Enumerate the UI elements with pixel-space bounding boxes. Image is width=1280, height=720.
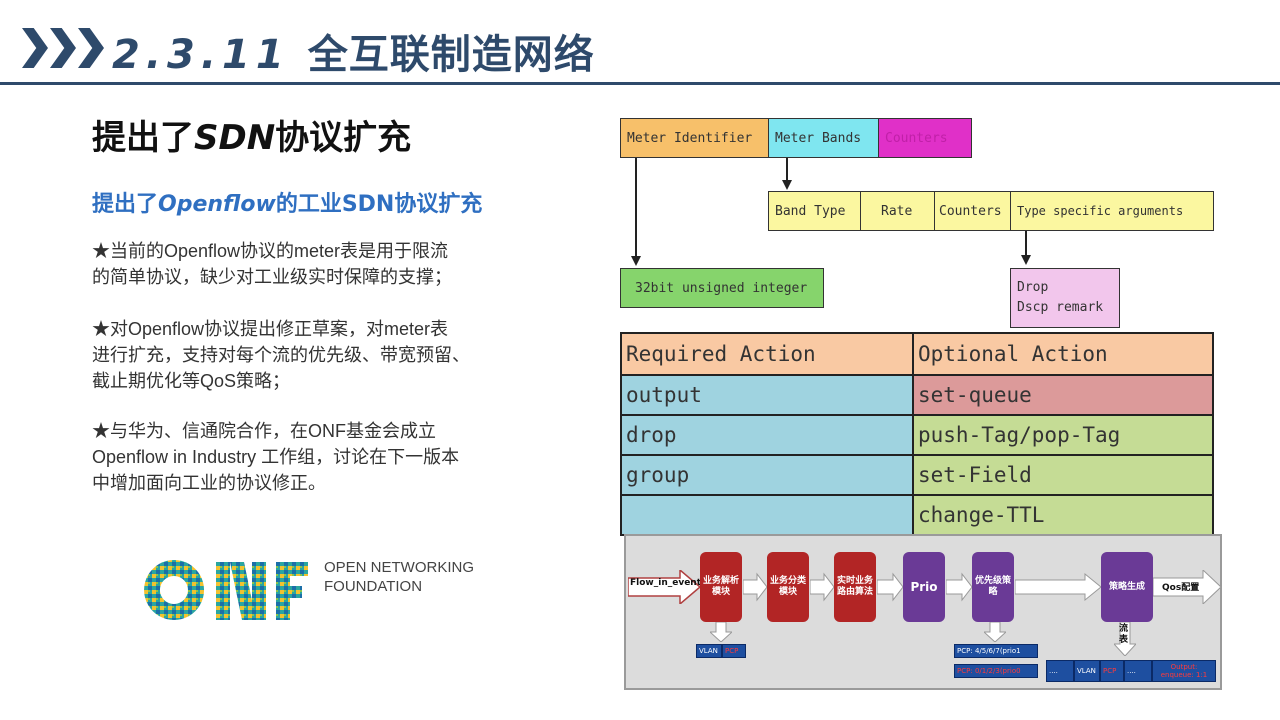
paragraph-line: 截止期优化等QoS策略； bbox=[92, 371, 291, 391]
band-counters-field: Counters bbox=[934, 191, 1012, 231]
required-action-cell: output bbox=[620, 374, 914, 416]
chevron-right-icon bbox=[50, 28, 76, 68]
paragraph-line: 进行扩充，支持对每个流的优先级、带宽预留、 bbox=[92, 345, 470, 365]
sub-heading-em: Openflow bbox=[158, 192, 276, 217]
band-type-values-box: Drop Dscp remark bbox=[1010, 268, 1120, 328]
onf-name-line1: OPEN NETWORKING bbox=[324, 559, 475, 576]
stage-routing: 实时业务路由算法 bbox=[834, 552, 876, 622]
identifier-type-box: 32bit unsigned integer bbox=[620, 268, 824, 308]
type-specific-field: Type specific arguments bbox=[1010, 191, 1214, 231]
vlan-tag-box: VLAN bbox=[696, 644, 722, 658]
section-number: 2.3.11 bbox=[112, 32, 290, 78]
pcp-prio0-row: PCP: 0/1/2/3(prio0 bbox=[954, 664, 1038, 678]
table-row: group set-Field bbox=[620, 454, 1214, 496]
meter-bands-field: Meter Bands bbox=[768, 118, 880, 158]
chevron-right-icon bbox=[78, 28, 104, 68]
arrow-right-icon bbox=[1015, 572, 1101, 602]
connector-line bbox=[1025, 231, 1027, 255]
stage-prio: Prio bbox=[903, 552, 945, 622]
stage-policy-gen: 策略生成 bbox=[1101, 552, 1153, 622]
rate-field: Rate bbox=[860, 191, 936, 231]
arrow-right-icon bbox=[628, 570, 700, 604]
arrow-head-icon bbox=[782, 180, 792, 190]
arrow-head-icon bbox=[1021, 255, 1031, 265]
meter-counters-field: Counters bbox=[878, 118, 972, 158]
section-title: 全互联制造网络 bbox=[307, 32, 595, 78]
qos-output-label: Qos配置 bbox=[1162, 583, 1200, 593]
arrow-right-icon bbox=[810, 572, 834, 602]
paragraph-line: ★当前的Openflow协议的meter表是用于限流 bbox=[92, 241, 449, 261]
arrow-right-icon bbox=[946, 572, 972, 602]
table-header-row: Required Action Optional Action bbox=[620, 332, 1214, 376]
optional-action-cell: push-Tag/pop-Tag bbox=[912, 414, 1214, 456]
chevron-right-icon bbox=[22, 28, 48, 68]
flow-input-label: Flow_in_event bbox=[630, 578, 702, 588]
paragraph-line: ★对Openflow协议提出修正草案，对meter表 bbox=[92, 319, 449, 339]
output-label: Output: bbox=[1170, 663, 1198, 671]
action-table: Required Action Optional Action output s… bbox=[620, 332, 1214, 536]
arrow-down-icon bbox=[710, 622, 732, 642]
arrow-right-icon bbox=[1153, 570, 1221, 604]
stage-classify: 业务分类模块 bbox=[767, 552, 809, 622]
pcp-label: PCP: bbox=[957, 667, 973, 675]
connector-line bbox=[786, 158, 788, 180]
paragraph-line: Openflow in Industry 工作组，讨论在下一版本 bbox=[92, 447, 460, 467]
optional-action-cell: change-TTL bbox=[912, 494, 1214, 536]
sub-heading-prefix: 提出了 bbox=[92, 192, 159, 217]
arrow-down-icon bbox=[1114, 622, 1136, 656]
table-row: output set-queue bbox=[620, 374, 1214, 416]
flow-table-label: 流表 bbox=[1119, 624, 1129, 645]
flow-entry-cell: PCP bbox=[1100, 660, 1124, 682]
pcp-label: PCP: bbox=[957, 647, 973, 655]
onf-logo bbox=[144, 560, 308, 620]
column-header-required: Required Action bbox=[620, 332, 914, 376]
band-type-dscp: Dscp remark bbox=[1017, 300, 1104, 315]
meter-identifier-field: Meter Identifier bbox=[620, 118, 770, 158]
flow-entry-cell: .... bbox=[1046, 660, 1074, 682]
arrow-head-icon bbox=[631, 256, 641, 266]
pcp-tag-box: PCP bbox=[722, 644, 746, 658]
sub-heading: 提出了Openflow的工业SDN协议扩充 bbox=[92, 186, 482, 218]
required-action-cell: drop bbox=[620, 414, 914, 456]
main-heading-em: SDN bbox=[194, 118, 276, 158]
flow-entry-cell: .... bbox=[1124, 660, 1152, 682]
stage-parse: 业务解析模块 bbox=[700, 552, 742, 622]
sub-heading-suffix: 的工业SDN协议扩充 bbox=[275, 192, 483, 217]
optional-action-cell: set-queue bbox=[912, 374, 1214, 416]
main-heading-prefix: 提出了 bbox=[92, 118, 194, 158]
required-action-cell bbox=[620, 494, 914, 536]
header-divider bbox=[0, 82, 1280, 85]
arrow-right-icon bbox=[877, 572, 903, 602]
paragraph-line: 中增加面向工业的协议修正。 bbox=[92, 473, 326, 493]
bullet-paragraph: ★对Openflow协议提出修正草案，对meter表 进行扩充，支持对每个流的优… bbox=[92, 316, 532, 394]
flow-entry-cell: VLAN bbox=[1074, 660, 1100, 682]
optional-action-cell: set-Field bbox=[912, 454, 1214, 496]
band-type-field: Band Type bbox=[768, 191, 862, 231]
qos-pipeline-panel: Flow_in_event 业务解析模块 业务分类模块 实时业务路由算法 Pri… bbox=[624, 534, 1222, 690]
paragraph-line: 的简单协议，缺少对工业级实时保障的支撑； bbox=[92, 267, 452, 287]
pcp-value: 0/1/2/3(prio0 bbox=[974, 667, 1021, 675]
band-type-drop: Drop bbox=[1017, 280, 1049, 295]
bullet-paragraph: ★与华为、信通院合作，在ONF基金会成立 Openflow in Industr… bbox=[92, 418, 532, 496]
pcp-value: 4/5/6/7(prio1 bbox=[974, 647, 1021, 655]
connector-line bbox=[635, 158, 637, 258]
arrow-right-icon bbox=[743, 572, 767, 602]
table-row: change-TTL bbox=[620, 494, 1214, 536]
onf-name: OPEN NETWORKING FOUNDATION bbox=[324, 558, 474, 596]
stage-priority-policy: 优先级策略 bbox=[972, 552, 1014, 622]
main-heading: 提出了SDN协议扩充 bbox=[92, 110, 411, 159]
onf-name-line2: FOUNDATION bbox=[324, 578, 423, 595]
column-header-optional: Optional Action bbox=[912, 332, 1214, 376]
pcp-prio1-row: PCP: 4/5/6/7(prio1 bbox=[954, 644, 1038, 658]
main-heading-suffix: 协议扩充 bbox=[275, 118, 412, 158]
enqueue-value: enqueue: 1:1 bbox=[1160, 671, 1208, 679]
bullet-paragraph: ★当前的Openflow协议的meter表是用于限流 的简单协议，缺少对工业级实… bbox=[92, 238, 532, 290]
slide-title: 2.3.11 全互联制造网络 bbox=[112, 22, 595, 80]
paragraph-line: ★与华为、信通院合作，在ONF基金会成立 bbox=[92, 421, 436, 441]
table-row: drop push-Tag/pop-Tag bbox=[620, 414, 1214, 456]
flow-entry-output-cell: Output: enqueue: 1:1 bbox=[1152, 660, 1216, 682]
arrow-down-icon bbox=[984, 622, 1006, 642]
required-action-cell: group bbox=[620, 454, 914, 496]
